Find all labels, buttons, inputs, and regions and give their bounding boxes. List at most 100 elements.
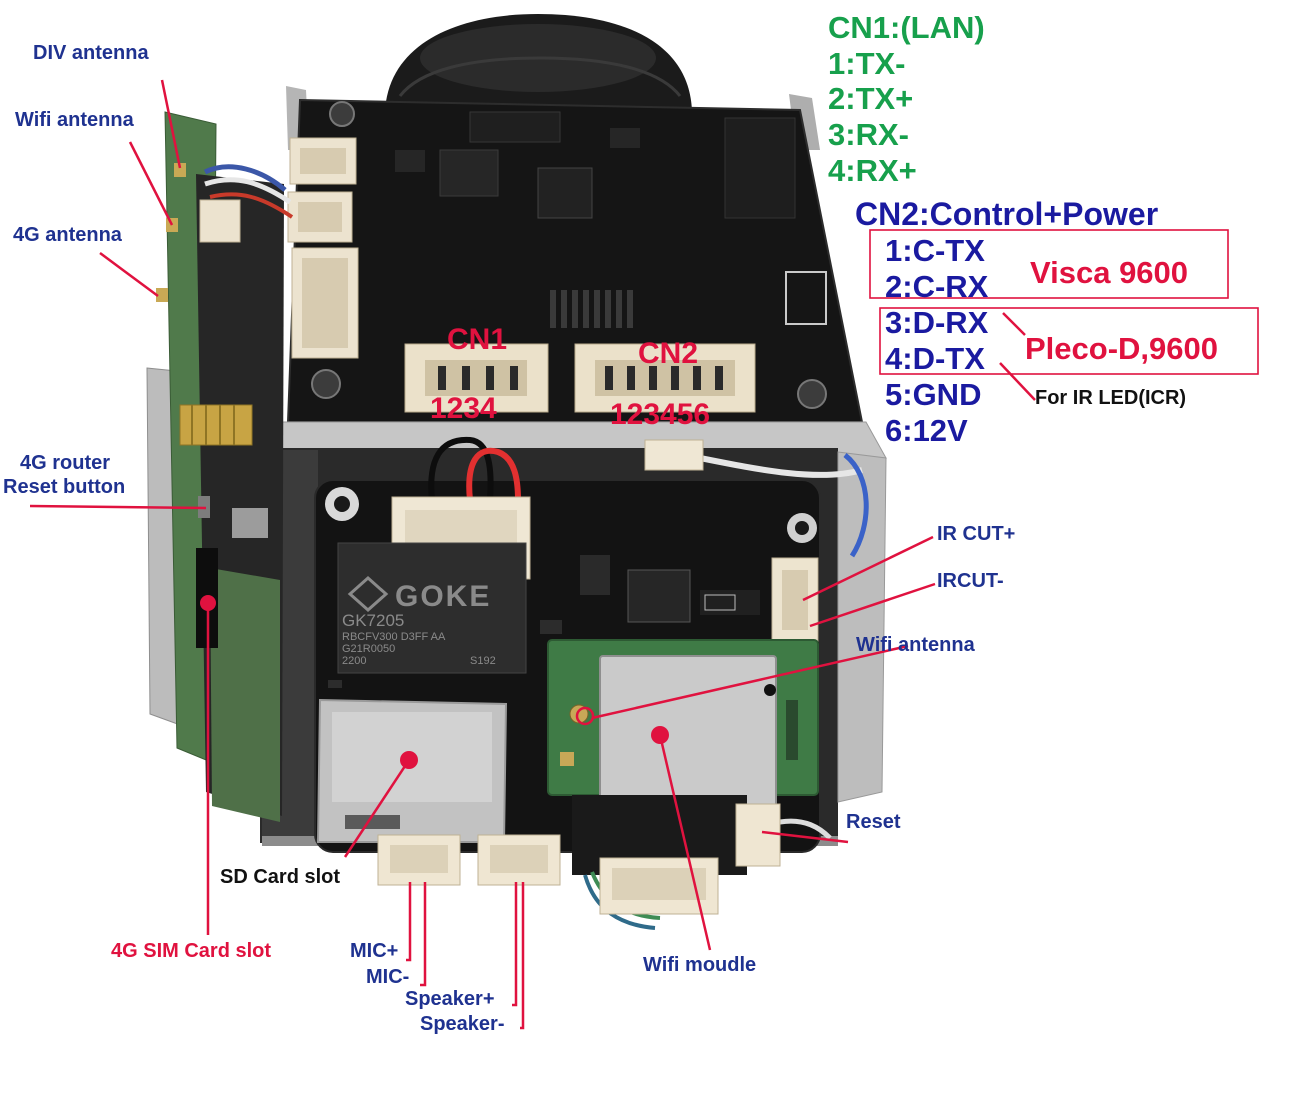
silkscreen-box bbox=[704, 594, 736, 611]
pin-header-pin bbox=[616, 290, 622, 328]
pin-header-pin bbox=[627, 290, 633, 328]
connector-top-2-slot bbox=[298, 202, 342, 232]
reset-wire bbox=[779, 818, 832, 840]
leader-ir-cut-plus bbox=[802, 535, 934, 602]
wire-red bbox=[209, 192, 294, 219]
smd-component bbox=[328, 680, 342, 688]
label-speaker-minus: Speaker- bbox=[420, 1013, 505, 1035]
marker-sim-card bbox=[200, 595, 216, 611]
sd-card-slot-notch bbox=[345, 815, 400, 829]
cn2-pin bbox=[605, 366, 613, 390]
cn2-pin bbox=[715, 366, 723, 390]
white-cable bbox=[699, 455, 863, 478]
cn1-pin-1: 1:TX- bbox=[828, 46, 906, 81]
chip-model: GK7205 bbox=[342, 611, 404, 630]
cn2-pinout: CN2:Control+Power 1:C-TX 2:C-RX 3:D-RX 4… bbox=[855, 196, 1218, 448]
board-cn1-pins: 1234 bbox=[430, 392, 497, 425]
bottom-labels: SD Card slot 4G SIM Card slot MIC+ MIC- … bbox=[111, 866, 756, 1035]
label-speaker-plus: Speaker+ bbox=[405, 988, 495, 1010]
mounting-hole-center bbox=[795, 521, 809, 535]
marker-wifi-antenna bbox=[575, 706, 595, 726]
label-mic-plus: MIC+ bbox=[350, 940, 398, 962]
leader-speaker-minus bbox=[520, 882, 525, 1030]
soc-chip-body bbox=[337, 542, 527, 674]
antenna-connector-4g bbox=[156, 288, 168, 302]
cn1-pin-3: 3:RX- bbox=[828, 117, 909, 152]
leader-mic-plus bbox=[406, 882, 412, 962]
cn2-cable-connector bbox=[644, 439, 704, 471]
cn2-pin bbox=[671, 366, 679, 390]
label-reset: Reset bbox=[846, 811, 901, 833]
cn2-title: CN2:Control+Power bbox=[855, 196, 1158, 232]
ic-chip bbox=[395, 150, 425, 172]
connector-outline bbox=[785, 271, 827, 325]
smd-component bbox=[786, 700, 798, 760]
antenna-connector-div bbox=[174, 163, 186, 177]
right-labels: IR CUT+ IRCUT- Wifi antenna Reset bbox=[846, 523, 1015, 833]
reset-connector bbox=[735, 803, 781, 867]
cn1-pin bbox=[510, 366, 518, 390]
smd-component bbox=[580, 555, 610, 595]
cn2-pin bbox=[649, 366, 657, 390]
board-markings: CN1 1234 CN2 123456 bbox=[430, 323, 710, 431]
goke-logo-icon bbox=[347, 575, 389, 613]
ic-chip bbox=[469, 111, 561, 143]
label-mic-minus: MIC- bbox=[366, 966, 409, 988]
ic-chip bbox=[627, 569, 691, 623]
camera-module-photo: GOKE GK7205 RBCFV300 D3FF AA G21R0050 22… bbox=[146, 14, 887, 930]
connector-top-3-slot bbox=[302, 258, 348, 348]
label-ir-cut-minus: IRCUT- bbox=[937, 570, 1004, 592]
smd-component bbox=[700, 590, 760, 615]
black-wire bbox=[428, 436, 494, 501]
cn1-pin bbox=[486, 366, 494, 390]
label-4g-antenna: 4G antenna bbox=[13, 224, 123, 246]
cn1-pin-2: 2:TX+ bbox=[828, 81, 913, 116]
brass-standoff bbox=[179, 404, 253, 446]
board-cn1-label: CN1 bbox=[447, 323, 507, 356]
label-wifi-module: Wifi moudle bbox=[643, 954, 756, 976]
leader-4g-antenna bbox=[99, 251, 159, 298]
lens-rim bbox=[398, 56, 682, 97]
smd-component bbox=[540, 620, 562, 634]
mounting-hole-center bbox=[334, 496, 350, 512]
top-board bbox=[286, 86, 864, 423]
pin-header-pin bbox=[583, 290, 589, 328]
cn2-pin-5: 5:GND bbox=[885, 377, 981, 412]
wire-white bbox=[204, 177, 292, 205]
pin-header-pin bbox=[550, 290, 556, 328]
mic-connector-slot bbox=[390, 845, 448, 873]
cn1-pin bbox=[438, 366, 446, 390]
connector-top-1-slot bbox=[300, 148, 346, 174]
leader-speaker-plus bbox=[512, 882, 518, 1007]
chip-line2: G21R0050 bbox=[342, 643, 395, 655]
mounting-hole bbox=[329, 101, 355, 127]
cn1-title: CN1:(LAN) bbox=[828, 10, 985, 45]
label-ir-cut-plus: IR CUT+ bbox=[937, 523, 1015, 545]
pleco-box bbox=[879, 307, 1259, 375]
label-sim-card-slot: 4G SIM Card slot bbox=[111, 940, 271, 962]
leader-wifi-antenna-right bbox=[591, 644, 909, 720]
router-connector bbox=[199, 199, 241, 243]
cn1-pin-4: 4:RX+ bbox=[828, 153, 917, 188]
leader-router-reset bbox=[29, 504, 207, 510]
left-router-assembly bbox=[146, 111, 294, 822]
cn2-pin-3: 3:D-RX bbox=[885, 305, 989, 340]
chip-brand: GOKE bbox=[395, 580, 491, 613]
inductor bbox=[439, 149, 499, 197]
cn2-pin-1: 1:C-TX bbox=[885, 233, 985, 268]
leader-d-rx bbox=[1002, 312, 1026, 336]
pin-header-pin bbox=[605, 290, 611, 328]
lens bbox=[385, 14, 692, 112]
cn2-pin-4: 4:D-TX bbox=[885, 341, 985, 376]
cn2-pin bbox=[627, 366, 635, 390]
marker-sd-card bbox=[400, 751, 418, 769]
cn1-pin bbox=[462, 366, 470, 390]
blue-cable bbox=[843, 453, 869, 558]
left-labels: DIV antenna Wifi antenna 4G antenna 4G r… bbox=[3, 42, 149, 498]
wifi-board-connector-slot bbox=[612, 868, 706, 900]
cn2-pin bbox=[693, 366, 701, 390]
leader-div-antenna bbox=[160, 79, 182, 169]
leader-lines bbox=[29, 79, 1259, 1030]
wifi-module-hole bbox=[764, 684, 776, 696]
